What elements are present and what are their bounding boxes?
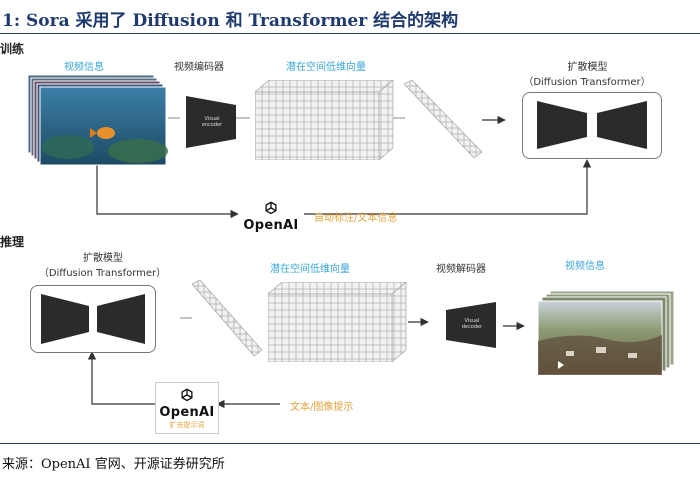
- inference-vector-strip: [191, 279, 264, 360]
- training-vector-strip: [403, 79, 484, 162]
- arrow-openai-to-inference-model: [87, 351, 155, 405]
- inference-section-label: 推理: [0, 235, 25, 249]
- encoder-label: 视频编码器: [174, 62, 224, 73]
- decoder-label: 视频解码器: [436, 264, 486, 275]
- inference-frames-image: [537, 290, 675, 376]
- inference-latent-cube-grid: [267, 281, 407, 363]
- video-frames-image: [27, 74, 168, 166]
- encoder-box-text: Visual encoder: [201, 116, 223, 128]
- decoder-shape: [446, 302, 496, 348]
- inference-model-shape: [41, 294, 145, 344]
- training-model-label-line1: 扩散模型: [567, 62, 608, 73]
- training-section-label: 训练: [0, 42, 25, 56]
- training-diffusion-model-box: [522, 92, 662, 159]
- auto-label: 自动标注/文本信息: [314, 213, 398, 224]
- inference-model-label-line2: （Diffusion Transformer）: [38, 268, 167, 279]
- inference-openai-box: OpenAI 扩充提示词: [155, 382, 219, 434]
- visual-encoder-block: Visual encoder: [186, 96, 236, 148]
- openai-sub-label: 扩充提示词: [169, 420, 205, 429]
- training-model-label-line2: （Diffusion Transformer）: [523, 77, 651, 88]
- vector-strip-shape: [403, 79, 483, 159]
- figure-title: 1: Sora 采用了 Diffusion 和 Transformer 结合的架…: [2, 11, 459, 31]
- inference-video-frames: [536, 290, 676, 379]
- openai-logo-icon: [181, 387, 193, 401]
- prompt-label: 文本/图像提示: [290, 402, 354, 413]
- decoder-box-text: Visual decoder: [461, 318, 483, 330]
- training-video-frames: [27, 74, 168, 167]
- training-video-info-label: 视频信息: [64, 62, 104, 73]
- arrow-openai-to-model: [304, 159, 592, 215]
- inference-latent-cube: [267, 281, 408, 363]
- footer-rule: [0, 443, 700, 444]
- inference-diffusion-model-box: [30, 285, 156, 353]
- openai-logo-icon: [265, 200, 277, 214]
- inference-vector-strip-shape: [191, 279, 263, 357]
- training-latent-label: 潜在空间低维向量: [286, 62, 366, 73]
- arrow-video-to-openai: [96, 162, 239, 219]
- inference-model-label-line1: 扩散模型: [83, 253, 123, 264]
- diffusion-model-shape: [537, 101, 647, 149]
- inference-video-info-label: 视频信息: [565, 261, 605, 272]
- inference-openai-text: OpenAI: [159, 404, 215, 420]
- encoder-shape: [186, 96, 236, 148]
- visual-decoder-block: Visual decoder: [446, 302, 496, 348]
- inference-latent-label: 潜在空间低维向量: [270, 264, 350, 275]
- title-rule: [0, 33, 700, 34]
- training-openai-box: OpenAI: [238, 198, 304, 234]
- connector-layer: [87, 115, 592, 409]
- training-openai-text: OpenAI: [243, 217, 299, 233]
- source-note: 来源：OpenAI 官网、开源证券研究所: [2, 457, 225, 472]
- training-latent-cube: [254, 79, 395, 161]
- latent-cube-grid: [254, 79, 394, 161]
